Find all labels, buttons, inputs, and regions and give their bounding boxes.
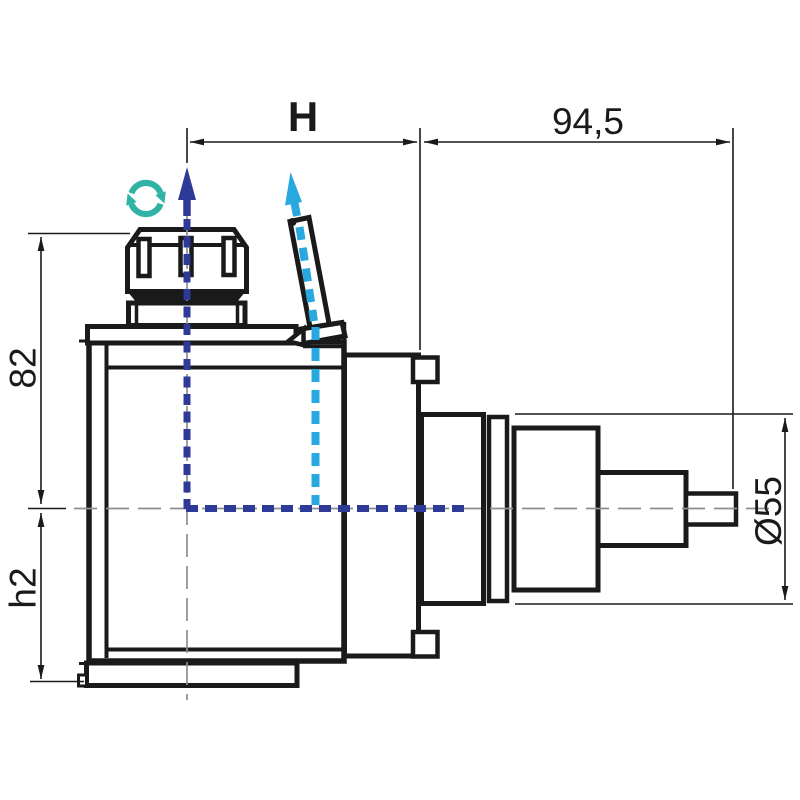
bottom-flange — [84, 660, 300, 688]
clamp-block-bottom-tab — [410, 629, 440, 659]
spindle-axis-arrow-icon — [178, 167, 196, 200]
tool-axis — [285, 172, 320, 505]
collet-slot-right — [221, 235, 237, 278]
spindle-axis — [178, 167, 464, 512]
lever-hub-point — [282, 324, 306, 348]
arrow-h-right — [403, 138, 417, 146]
lever-bar-corner — [288, 218, 297, 226]
left-edge-stubs — [79, 339, 88, 665]
dim-label-height-upper: 82 — [3, 347, 44, 388]
rotation-arrowhead-left — [126, 193, 137, 206]
arrow-height-upper-bottom — [37, 490, 45, 504]
dim-label-h: H — [288, 93, 318, 140]
rotation-arc-bottom — [128, 202, 164, 218]
clamp-block-top-tab — [410, 355, 440, 385]
flange-left-step — [77, 673, 88, 688]
rotation-icon — [126, 179, 166, 218]
main-body-inner-lines — [104, 345, 342, 658]
arrow-length-left — [424, 138, 438, 146]
rotation-arrowhead-right — [155, 191, 166, 204]
dimension-arrowheads — [37, 138, 789, 679]
collet-slot-left — [136, 236, 152, 279]
main-body — [86, 339, 347, 664]
lever-seat-lines — [303, 322, 347, 354]
dim-label-height-lower: h2 — [3, 567, 44, 608]
arrow-diameter-top — [781, 418, 789, 432]
arrow-height-upper-top — [37, 237, 45, 251]
arrow-diameter-bottom — [781, 586, 789, 600]
tool-axis-tilted-dashed — [295, 226, 318, 322]
dim-label-diameter: Ø55 — [748, 476, 789, 546]
top-plate — [85, 324, 299, 346]
dimensions: H 94,5 82 h2 Ø55 — [3, 93, 793, 683]
arrow-height-lower-bottom — [37, 665, 45, 679]
arrow-height-lower-top — [37, 513, 45, 527]
arrow-h-left — [190, 138, 204, 146]
collet-base-steps — [134, 305, 240, 324]
tool-axis-arrow-icon — [285, 172, 302, 206]
tool-axis-arrow-stem — [290, 202, 301, 217]
dim-label-length: 94,5 — [552, 101, 624, 142]
arrow-length-right — [716, 138, 730, 146]
rotation-arc-top — [128, 179, 164, 195]
ext-lines-diameter — [515, 413, 793, 605]
dimension-labels: H 94,5 82 h2 Ø55 — [3, 93, 790, 609]
